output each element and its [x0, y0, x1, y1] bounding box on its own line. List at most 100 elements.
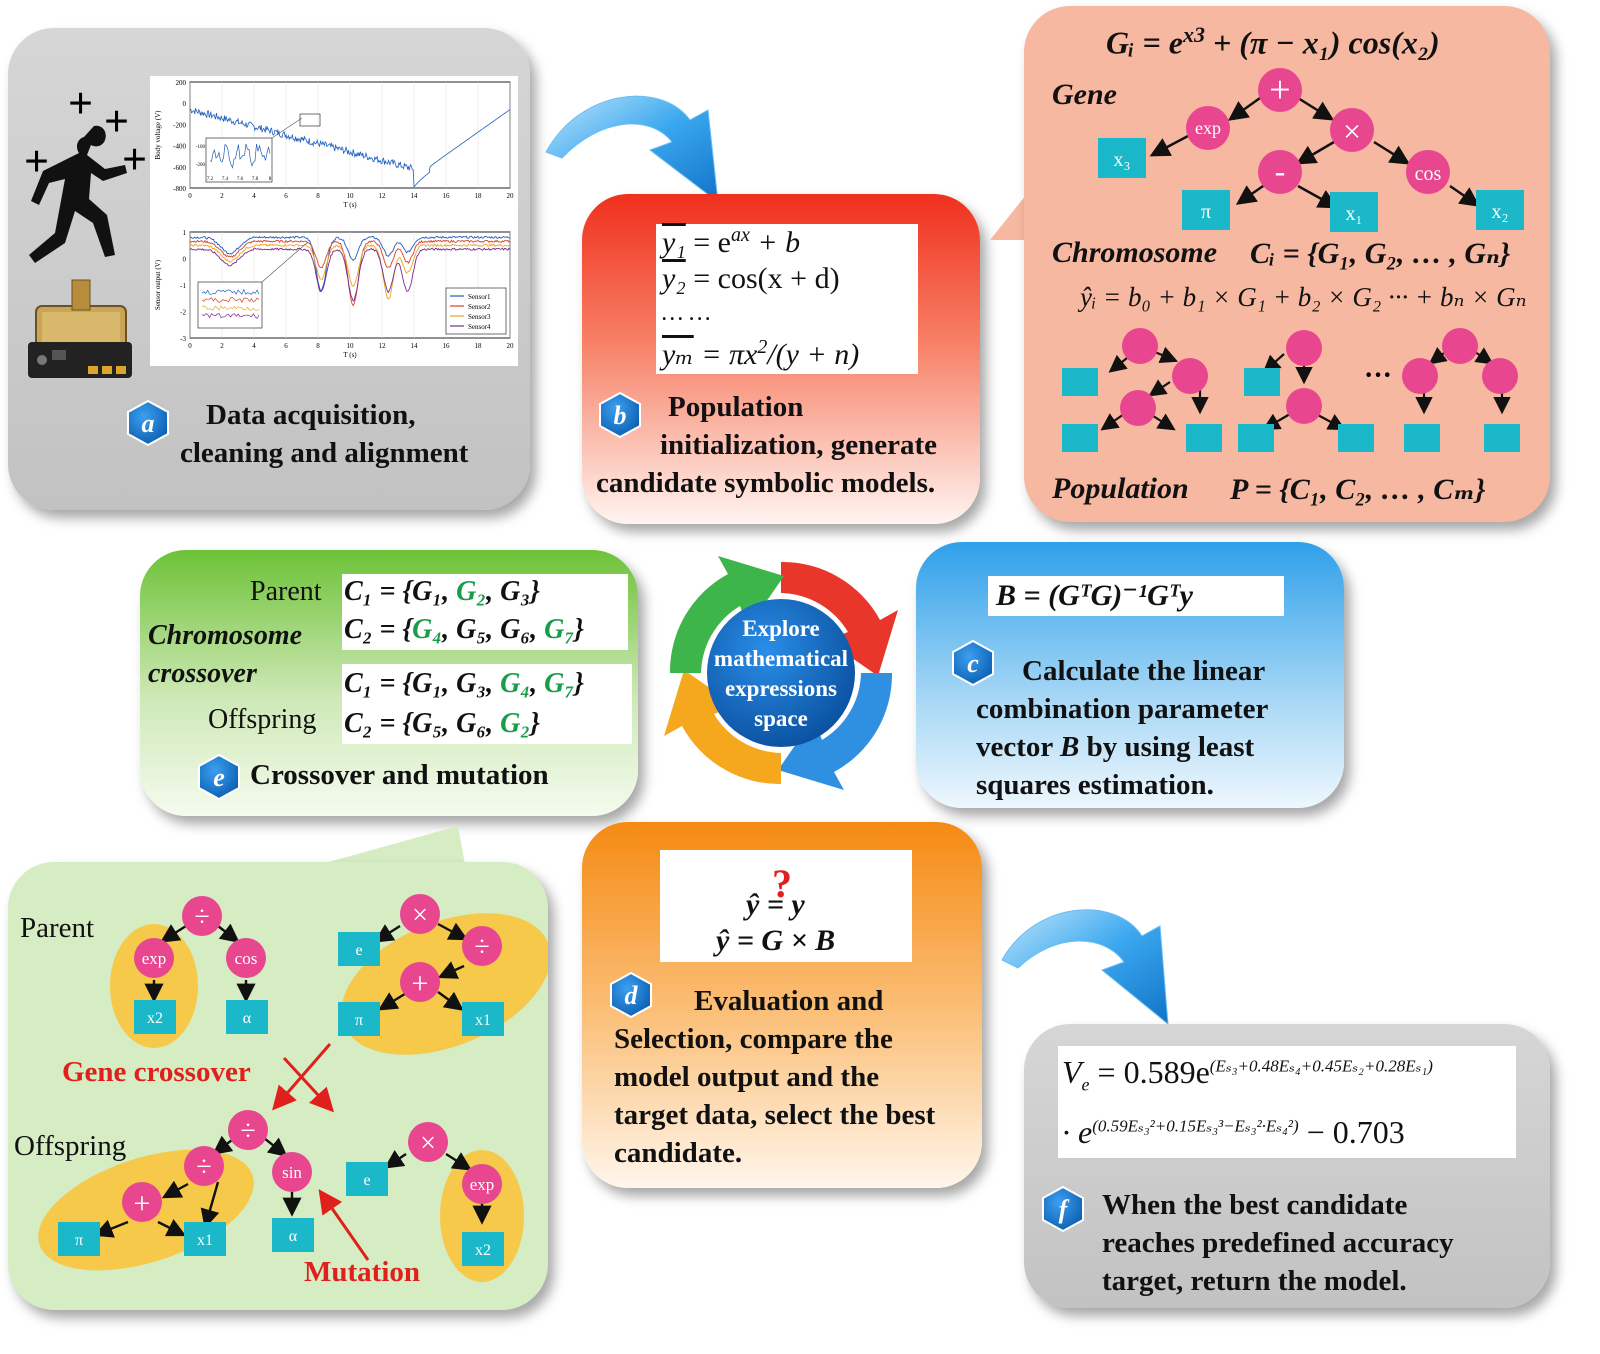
panel-gene-structure: Gᵢ = ex3 + (π − x₁) cos(x₂) Gene + exp ×… — [1024, 6, 1550, 522]
bl-leaf-x2-1: x2 — [147, 1010, 163, 1027]
badge-a-icon: a — [127, 400, 169, 446]
bl-node-times-1: × — [412, 900, 428, 931]
population-eq: P = {C₁, C₂, … , Cₘ} — [1230, 473, 1486, 506]
parent-c1: C₁ = {G₁, G₂, G₃} — [344, 576, 540, 607]
parent-label: Parent — [250, 576, 322, 607]
top-inset-box — [205, 137, 273, 183]
bl-node-plus-2: + — [134, 1187, 151, 1220]
top-inset-xtick: 7.2 — [207, 177, 214, 182]
top-plot-ytick: -200 — [173, 121, 186, 129]
bottom-plot-xtick: 12 — [379, 342, 387, 350]
chromosome-crossover-label: Chromosome — [148, 620, 303, 651]
bottom-plot-ytick: 1 — [183, 229, 187, 237]
gene-crossover-trees: ÷ exp cos x2 α × e ÷ + π x1 ÷ ÷ sin + π … — [38, 894, 548, 1282]
sensor-board-icon — [28, 279, 132, 378]
svg-text:+: + — [122, 135, 147, 184]
panel-d-line2: Selection, compare the — [614, 1023, 893, 1055]
legend-label-3: Sensor3 — [468, 313, 491, 321]
parent-c2: C₂ = {G₄, G₅, G₆, G₇} — [344, 614, 584, 645]
bl-leaf-alpha-1: α — [243, 1010, 252, 1027]
bottom-plot-ytick: -1 — [180, 282, 186, 290]
top-plot-xtick: 0 — [188, 192, 192, 200]
bottom-plot-xlabel: T (s) — [343, 351, 357, 359]
center-line1: Explore — [742, 616, 820, 641]
bl-node-div-4: ÷ — [196, 1152, 211, 1183]
eq-d2: ŷ = G × B — [716, 924, 836, 957]
node-times: × — [1343, 113, 1361, 149]
flow-arrow-a-b-icon — [545, 95, 719, 204]
panel-return-model: Ve = 0.589e(Eₛ₃+0.48Eₛ₄+0.45Eₛ₂+0.28Eₛ₁)… — [1024, 1024, 1550, 1308]
sensor-line-1 — [189, 235, 511, 293]
bl-leaf-x1-2: x1 — [197, 1232, 213, 1249]
svg-text:d: d — [625, 981, 639, 1010]
eq-d1: ŷ = y — [746, 888, 805, 921]
offspring-c2: C₂ = {G₅, G₆, G₂} — [344, 708, 540, 739]
chromosome-label: Chromosome — [1052, 236, 1218, 269]
bl-leaf-x2-2: x2 — [475, 1242, 491, 1259]
bottom-inset-line-3 — [201, 305, 260, 311]
population-trees: ··· — [1062, 328, 1520, 452]
top-inset-xtick: 7.4 — [222, 177, 229, 182]
top-plot-ytick: -400 — [173, 143, 186, 151]
panel-b-line2: initialization, generate — [660, 429, 938, 461]
bl-leaf-pi-1: π — [355, 1012, 363, 1029]
callout-tail-bl — [300, 826, 466, 870]
bl-node-div-1: ÷ — [194, 902, 209, 933]
panel-f-line1: When the best candidate — [1102, 1189, 1408, 1221]
bl-leaf-pi-2: π — [75, 1232, 83, 1249]
crossover-label: crossover — [148, 658, 257, 689]
node-cos: cos — [1415, 163, 1442, 185]
top-plot-xtick: 10 — [347, 192, 355, 200]
badge-f-icon: f — [1042, 1186, 1084, 1232]
bl-node-exp-1: exp — [142, 949, 167, 968]
bl-node-sin: sin — [282, 1163, 302, 1182]
svg-text:+: + — [68, 79, 93, 128]
bottom-plot-xtick: 4 — [252, 342, 256, 350]
bottom-plot-xtick: 6 — [284, 342, 288, 350]
panel-population-init: y₁ = eax + b y₂ = cos(x + d) … … yₘ = πx… — [582, 194, 980, 524]
bottom-plot-xtick: 14 — [411, 342, 419, 350]
linear-eq: ŷᵢ = b₀ + b₁ × G₁ + b₂ × G₂ ··· + bₙ × G… — [1080, 282, 1527, 312]
legend-label-2: Sensor2 — [468, 303, 491, 311]
bl-offspring-label: Offspring — [14, 1130, 127, 1162]
svg-text:c: c — [967, 649, 979, 678]
bottom-plot-ytick: -2 — [180, 309, 186, 317]
bottom-plot-ytick: 0 — [183, 256, 187, 264]
top-plot-xtick: 16 — [443, 192, 451, 200]
node-minus: - — [1275, 153, 1286, 189]
node-plus: + — [1269, 69, 1290, 111]
bl-leaf-e-1: e — [355, 942, 362, 959]
top-plot-ytick: 0 — [183, 100, 187, 108]
top-plot-xtick: 4 — [252, 192, 256, 200]
eq-b3: … … — [662, 300, 711, 326]
top-inset-xtick: 8 — [269, 177, 272, 182]
panel-d-line5: candidate. — [614, 1137, 743, 1169]
leaf-pi: π — [1201, 201, 1211, 223]
panel-evaluation: ? ŷ = y ŷ = G × B d Evaluation and Selec… — [582, 822, 982, 1188]
top-inset-ytick: -200 — [196, 163, 206, 168]
top-plot-ytick: -800 — [173, 185, 186, 193]
bottom-inset-line-4 — [201, 313, 260, 319]
bottom-inset-line-2 — [201, 297, 260, 303]
bl-node-exp-2: exp — [470, 1175, 495, 1194]
chromosome-eq: Cᵢ = {G₁, G₂, … , Gₙ} — [1250, 237, 1511, 270]
top-inset-xtick: 7.6 — [237, 177, 244, 182]
top-inset-link — [271, 117, 303, 139]
question-mark: ? — [772, 861, 792, 906]
center-line3: expressions — [725, 676, 837, 701]
node-exp: exp — [1195, 118, 1221, 138]
center-cycle: Explore mathematical expressions space — [664, 556, 898, 790]
offspring-c1: C₁ = {G₁, G₃, G₄, G₇} — [344, 668, 584, 699]
panel-least-squares: B = (GᵀG)⁻¹Gᵀy c Calculate the linear co… — [916, 542, 1344, 808]
eq-b1: y₁ = eax + b — [662, 224, 801, 259]
voltage-line — [189, 108, 511, 188]
panel-c-line4: squares estimation. — [976, 769, 1214, 801]
bl-node-times-2: × — [420, 1128, 436, 1159]
top-plot-xtick: 14 — [411, 192, 419, 200]
top-inset-xtick: 7.8 — [252, 177, 259, 182]
panel-f-line2: reaches predefined accuracy — [1102, 1227, 1454, 1259]
bottom-plot-ytick: -3 — [180, 335, 186, 343]
top-plot-xlabel: T (s) — [343, 201, 357, 209]
top-plot-ylabel: Body voltage (V) — [154, 110, 162, 160]
